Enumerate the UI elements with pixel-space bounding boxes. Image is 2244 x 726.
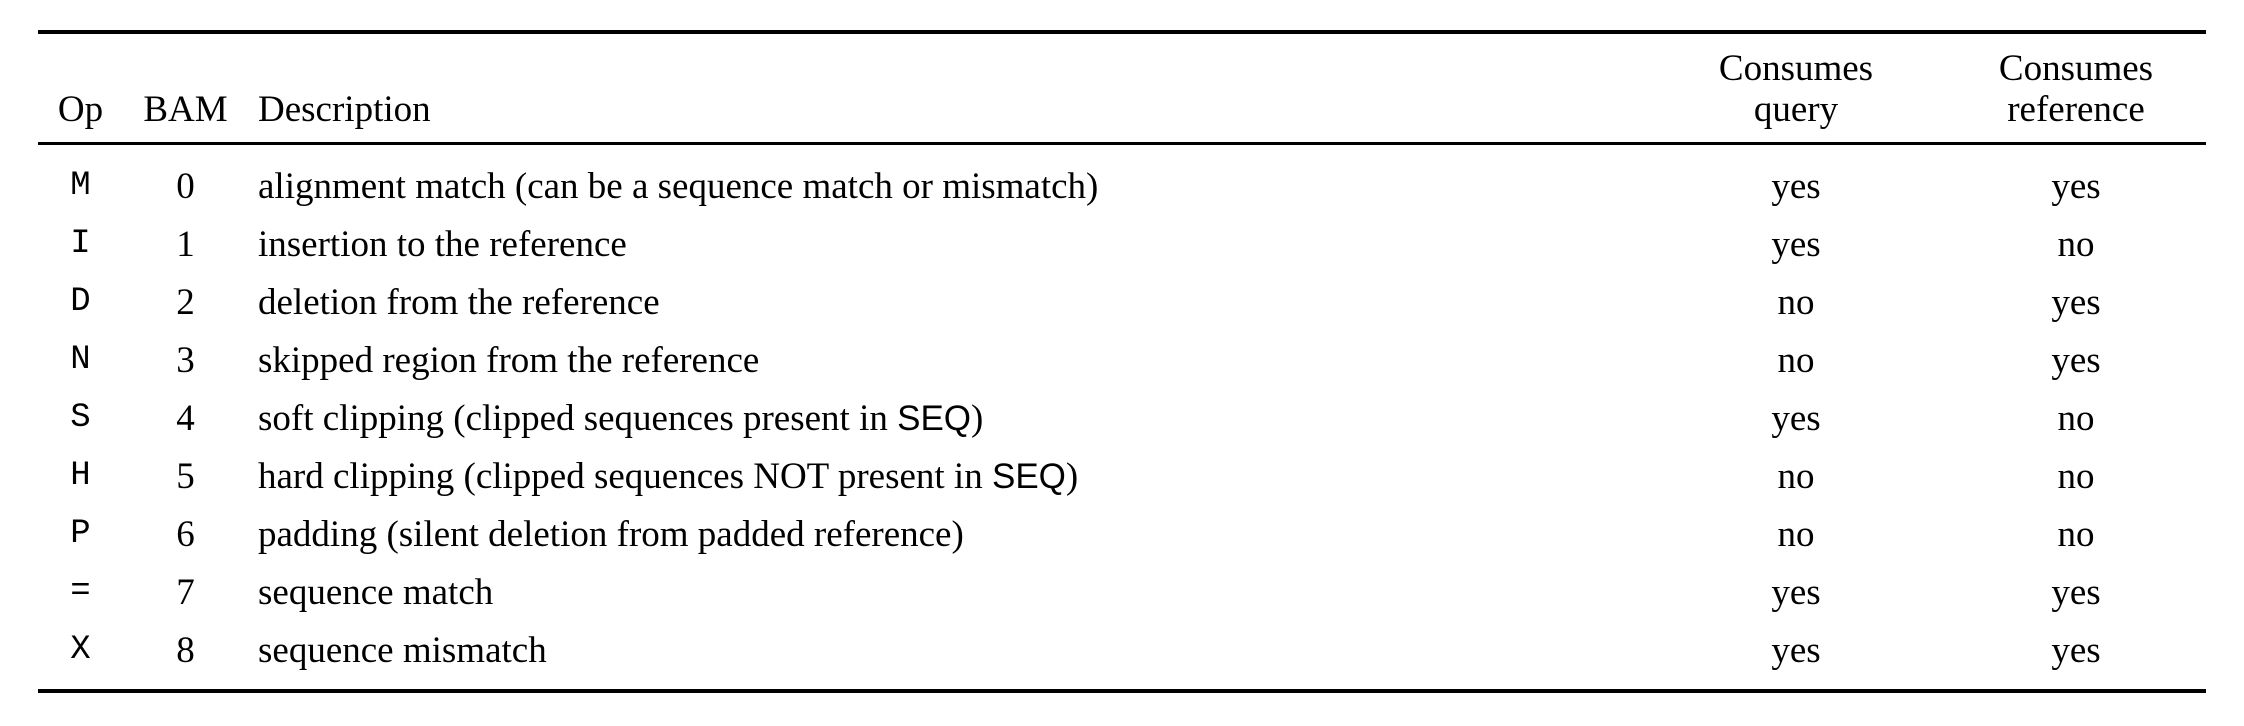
table-row: H 5 hard clipping (clipped sequences NOT p… — [38, 447, 2206, 505]
cell-op: P — [70, 515, 91, 553]
table-row: D 2 deletion from the reference no yes — [38, 273, 2206, 331]
header-row: Op BAM Description Consumes query Consum… — [38, 30, 2206, 145]
cell-description: sequence mismatch — [248, 621, 1646, 693]
column-header-consumes-reference-line1: Consumes — [1998, 48, 2154, 89]
column-header-bam-label: BAM — [143, 89, 228, 130]
cell-consumes-query: no — [1777, 339, 1815, 381]
cell-description: insertion to the reference — [248, 215, 1646, 273]
cell-description: alignment match (can be a sequence match… — [248, 144, 1646, 216]
column-header-description: Description — [248, 30, 1646, 145]
column-header-consumes-query-line1: Consumes — [1718, 48, 1874, 89]
cell-description: hard clipping (clipped sequences NOT pre… — [248, 447, 1646, 505]
cell-description: soft clipping (clipped sequences present… — [248, 389, 1646, 447]
cell-op: H — [70, 457, 91, 495]
description-text: soft clipping (clipped sequences present… — [258, 397, 898, 439]
cell-consumes-query: no — [1777, 513, 1815, 555]
cell-consumes-reference: no — [2057, 455, 2095, 497]
table-row: P 6 padding (silent deletion from padded r… — [38, 505, 2206, 563]
column-header-bam: BAM — [123, 30, 248, 145]
cigar-operations-table: Op BAM Description Consumes query Consum… — [38, 30, 2206, 693]
description-text: sequence match — [258, 571, 494, 613]
table-header: Op BAM Description Consumes query Consum… — [38, 30, 2206, 145]
column-header-consumes-reference-line2: reference — [2007, 89, 2145, 130]
column-header-description-label: Description — [258, 89, 431, 130]
cell-bam: 8 — [123, 621, 248, 693]
cell-op: I — [70, 225, 91, 263]
cell-bam: 1 — [176, 223, 195, 265]
cell-consumes-query: yes — [1771, 223, 1821, 265]
cell-bam: 6 — [176, 513, 195, 555]
cell-consumes-query: yes — [1771, 397, 1821, 439]
cell-consumes-reference: no — [2057, 397, 2095, 439]
cell-op: X — [38, 621, 123, 693]
table-row: I 1 insertion to the reference yes no — [38, 215, 2206, 273]
cell-consumes-reference: yes — [2051, 281, 2101, 323]
cell-consumes-reference: yes — [1946, 621, 2206, 693]
cell-description: padding (silent deletion from padded ref… — [248, 505, 1646, 563]
description-text-tail: ) — [971, 397, 984, 439]
description-text: padding (silent deletion from padded ref… — [258, 513, 964, 555]
cell-description: deletion from the reference — [248, 273, 1646, 331]
description-text: sequence mismatch — [258, 629, 547, 671]
cell-consumes-reference: yes — [2051, 339, 2101, 381]
cell-op: N — [70, 341, 91, 379]
table-row: N 3 skipped region from the reference no yes — [38, 331, 2206, 389]
cell-consumes-query: yes — [1771, 165, 1821, 207]
description-text: skipped region from the reference — [258, 339, 760, 381]
column-header-consumes-query: Consumes query — [1646, 30, 1946, 145]
cell-consumes-query: no — [1777, 281, 1815, 323]
cell-description: sequence match — [248, 563, 1646, 621]
cell-consumes-query: yes — [1646, 621, 1946, 693]
cell-consumes-reference: no — [2057, 223, 2095, 265]
column-header-op-label: Op — [57, 89, 104, 130]
cell-bam: 3 — [176, 339, 195, 381]
cell-consumes-reference: yes — [2051, 571, 2101, 613]
table-row: M 0 alignment match (can be a sequence mat… — [38, 144, 2206, 216]
table-row: S 4 soft clipping (clipped sequences prese… — [38, 389, 2206, 447]
description-text: insertion to the reference — [258, 223, 627, 265]
column-header-consumes-reference: Consumes reference — [1946, 30, 2206, 145]
cell-consumes-query: no — [1777, 455, 1815, 497]
description-seq-field: SEQ — [897, 398, 972, 438]
cell-consumes-reference: no — [2057, 513, 2095, 555]
cell-bam: 5 — [176, 455, 195, 497]
cell-op: D — [70, 283, 91, 321]
cell-bam: 2 — [176, 281, 195, 323]
cell-bam: 4 — [176, 397, 195, 439]
description-text: deletion from the reference — [258, 281, 660, 323]
description-text: hard clipping (clipped sequences NOT pre… — [258, 455, 992, 497]
cell-op: = — [70, 573, 91, 611]
description-text-tail: ) — [1065, 455, 1079, 497]
description-text: alignment match (can be a sequence match… — [258, 165, 1099, 207]
table-body: M 0 alignment match (can be a sequence mat… — [38, 144, 2206, 693]
column-header-consumes-query-line2: query — [1753, 89, 1839, 130]
cell-description: skipped region from the reference — [248, 331, 1646, 389]
column-header-op: Op — [38, 30, 123, 145]
cell-op: S — [70, 399, 91, 437]
cigar-operations-table-container: Op BAM Description Consumes query Consum… — [38, 30, 2206, 693]
cell-consumes-reference: yes — [2051, 165, 2101, 207]
cell-op: M — [70, 167, 91, 205]
description-seq-field: SEQ — [991, 456, 1066, 496]
table-row: = 7 sequence match yes yes — [38, 563, 2206, 621]
cell-bam: 0 — [176, 165, 195, 207]
cell-consumes-query: yes — [1771, 571, 1821, 613]
cell-bam: 7 — [176, 571, 195, 613]
